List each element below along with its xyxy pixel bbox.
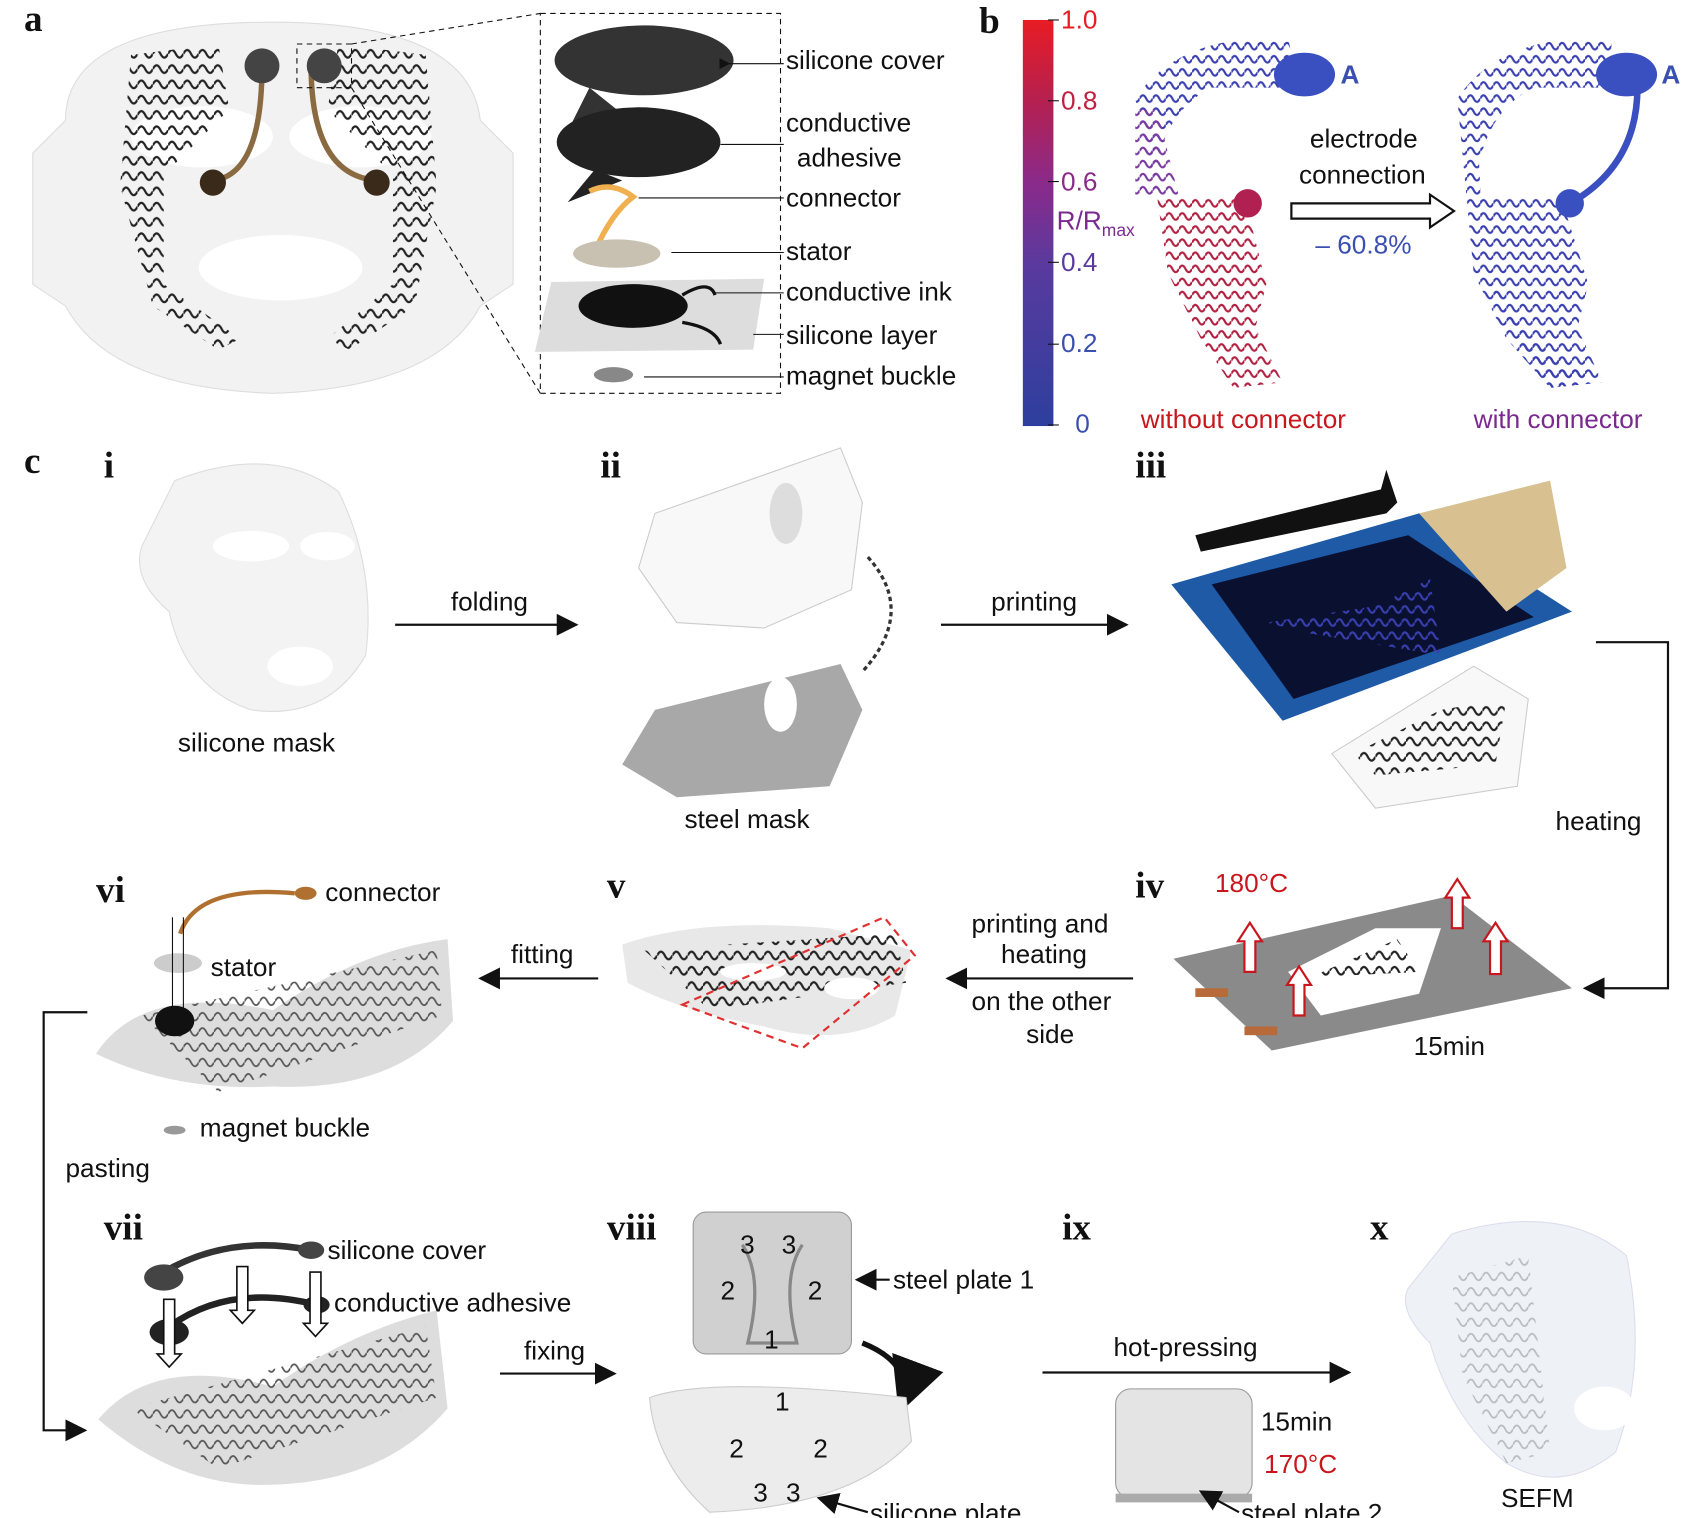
label-adhesive: adhesive	[797, 142, 902, 172]
label-temp-180: 180°C	[1215, 868, 1288, 898]
label-stator: stator	[786, 236, 852, 266]
label-time-15min-2: 15min	[1261, 1406, 1332, 1436]
fixing-image: 3 3 2 2 1 1 2 2 3 3	[648, 1211, 944, 1513]
label-with-connector: with connector	[1473, 404, 1643, 434]
label-conductive: conductive	[786, 107, 911, 137]
plate-number-3a: 3	[740, 1230, 755, 1260]
colorbar-ticks: 1.0 0.8 0.6 0.4 0.2 0 R/Rmax	[1047, 5, 1135, 439]
step-x: x	[1370, 1207, 1389, 1248]
label-silicone-cover: silicone cover	[786, 45, 945, 75]
exploded-view-box	[539, 12, 782, 394]
sefm-image	[1404, 1221, 1636, 1478]
step-iv: iv	[1135, 866, 1164, 907]
hot-press-plate-image	[1115, 1388, 1253, 1503]
plate-number-3c: 3	[753, 1477, 768, 1507]
tick-0.8: 0.8	[1061, 85, 1097, 115]
label-fitting: fitting	[511, 939, 574, 969]
label-magnet-buckle-vi: magnet buckle	[200, 1113, 370, 1143]
label-steel-plate-2: steel plate 2	[1241, 1498, 1382, 1518]
panel-label-a: a	[24, 0, 43, 40]
tick-0: 0	[1075, 409, 1090, 439]
layer-labels: silicone cover conductive adhesive conne…	[638, 45, 956, 391]
label-pasting: pasting	[65, 1153, 149, 1183]
trace-without-connector: A	[1135, 38, 1360, 388]
label-stator-vi: stator	[211, 952, 277, 982]
printed-mask-image	[622, 915, 917, 1050]
plate-number-3b: 3	[782, 1230, 797, 1260]
silicone-mask-image	[138, 463, 369, 712]
plate-number-3d: 3	[786, 1477, 801, 1507]
label-connector: connector	[786, 183, 901, 213]
hollow-arrow	[1290, 192, 1456, 230]
step-ii: ii	[600, 445, 621, 486]
label-temp-170: 170°C	[1264, 1449, 1337, 1479]
label-conductive-adhesive-vii: conductive adhesive	[334, 1287, 571, 1317]
label-folding: folding	[451, 587, 528, 617]
trace-with-connector: A	[1457, 38, 1680, 388]
plate-number-2c: 2	[729, 1434, 744, 1464]
label-printing-and: printing and	[972, 909, 1109, 939]
plate-number-2a: 2	[720, 1275, 735, 1305]
marker-a-2: A	[1661, 59, 1680, 89]
label-fixing: fixing	[524, 1335, 585, 1365]
plate-number-1-lower: 1	[775, 1387, 790, 1417]
label-hot-pressing: hot-pressing	[1113, 1332, 1257, 1362]
label-silicone-layer: silicone layer	[786, 320, 938, 350]
label-magnet-buckle: magnet buckle	[786, 361, 956, 391]
label-conductive-ink: conductive ink	[786, 277, 953, 307]
tick-0.6: 0.6	[1061, 166, 1097, 196]
step-v: v	[607, 866, 626, 907]
arrow-silicone-plate	[816, 1492, 869, 1514]
panel-label-c: c	[24, 441, 40, 482]
step-viii: viii	[607, 1207, 657, 1248]
hotplate-image	[1173, 877, 1572, 1051]
label-side: side	[1026, 1019, 1074, 1049]
step-i: i	[104, 445, 114, 486]
label-heating-2: heating	[1001, 939, 1087, 969]
label-time-15min-1: 15min	[1414, 1031, 1485, 1061]
plate-number-2d: 2	[813, 1434, 828, 1464]
folded-mask-image	[622, 447, 893, 798]
panel-label-b: b	[979, 1, 1000, 42]
tick-1.0: 1.0	[1061, 5, 1097, 35]
arrow-pasting	[42, 1011, 88, 1442]
label-heating: heating	[1556, 806, 1642, 836]
arrow-label-electrode: electrode	[1310, 124, 1418, 154]
label-steel-mask: steel mask	[684, 804, 810, 834]
colorbar-label: R/Rmax	[1057, 206, 1135, 241]
screen-printing-image	[1171, 469, 1572, 809]
label-silicone-cover-vii: silicone cover	[327, 1235, 486, 1265]
step-iii: iii	[1135, 445, 1166, 486]
arrow-heating	[1582, 641, 1670, 1000]
exploded-layers	[534, 25, 765, 383]
plate-number-2b: 2	[808, 1275, 823, 1305]
step-vi: vi	[96, 870, 125, 911]
label-sefm: SEFM	[1501, 1483, 1574, 1513]
label-on-the-other: on the other	[972, 986, 1112, 1016]
label-connector-vi: connector	[325, 877, 440, 907]
label-without-connector: without connector	[1140, 404, 1347, 434]
fitting-image	[96, 886, 454, 1135]
colorbar	[1022, 19, 1054, 427]
pasting-image	[98, 1241, 448, 1485]
tick-0.4: 0.4	[1061, 247, 1097, 277]
label-silicone-mask: silicone mask	[178, 727, 336, 757]
label-silicone-plate: silicone plate	[870, 1498, 1021, 1518]
arrow-steel-plate-2	[1198, 1490, 1240, 1514]
marker-a-1: A	[1341, 59, 1360, 89]
mask-illustration-a	[32, 12, 541, 394]
tick-0.2: 0.2	[1061, 328, 1097, 358]
resistance-change: – 60.8%	[1315, 230, 1411, 260]
label-steel-plate-1: steel plate 1	[893, 1264, 1034, 1294]
arrow-label-connection: connection	[1299, 160, 1426, 190]
step-labels: i ii iii iv v vi vii viii ix x	[96, 445, 1389, 1248]
step-vii: vii	[104, 1207, 143, 1248]
step-ix: ix	[1062, 1207, 1091, 1248]
plate-number-1: 1	[764, 1324, 779, 1354]
label-printing: printing	[991, 587, 1077, 617]
